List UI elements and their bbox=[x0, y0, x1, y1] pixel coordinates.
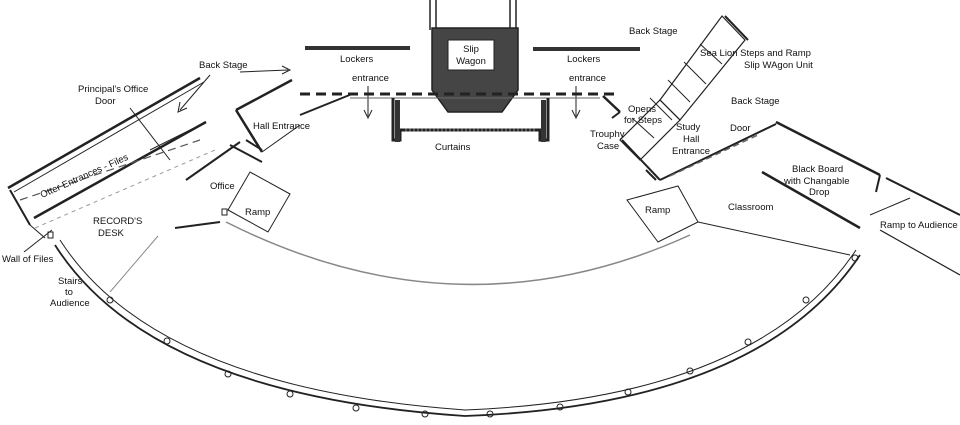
lockers-left-label: Lockers bbox=[340, 54, 374, 65]
blackboard-label-2: with Changable bbox=[783, 176, 850, 187]
lockers-walls bbox=[305, 46, 640, 51]
opens-label-2: for Steps bbox=[624, 115, 662, 126]
stairs-label-1: Stairs bbox=[58, 276, 83, 287]
slip-wagon-label-2: Wagon bbox=[456, 56, 486, 67]
classroom-label: Classroom bbox=[728, 202, 773, 213]
office-label: Office bbox=[210, 181, 235, 192]
opens-label-1: Opens bbox=[628, 104, 656, 115]
records-desk-label-2: DESK bbox=[98, 228, 125, 239]
ramp-center-right-shape bbox=[626, 185, 851, 256]
curtains-label: Curtains bbox=[435, 142, 471, 153]
slip-wagon-label-1: Slip bbox=[463, 44, 479, 55]
principal-office-label-2: Door bbox=[95, 96, 116, 107]
ramp-to-audience-label: Ramp to Audience bbox=[880, 220, 958, 231]
sea-lion-label-1: Sea Lion Steps and Ramp bbox=[700, 48, 811, 59]
right-wing-walls bbox=[602, 95, 960, 276]
back-stage-top-right-label: Back Stage bbox=[629, 26, 678, 37]
trophy-case-label-1: Trouphy bbox=[590, 129, 625, 140]
stairs-label-3: Audience bbox=[50, 298, 90, 309]
door-right-label: Door bbox=[730, 123, 751, 134]
trophy-case-label-2: Case bbox=[597, 141, 619, 152]
principal-office-label-1: Principal's Office bbox=[78, 84, 148, 95]
principals-office-walls bbox=[7, 76, 263, 239]
lockers-right-label: Lockers bbox=[567, 54, 601, 65]
study-hall-label-3: Entrance bbox=[672, 146, 710, 157]
sea-lion-label-2: Slip WAgon Unit bbox=[744, 60, 813, 71]
back-stage-left-label: Back Stage bbox=[199, 60, 248, 71]
entrance-left-label: entrance bbox=[352, 73, 389, 84]
hall-entrance-walls bbox=[234, 78, 353, 153]
slip-wagon: Slip Wagon bbox=[429, 0, 519, 113]
curtains bbox=[391, 98, 550, 142]
ramp-left-shape bbox=[221, 171, 291, 233]
ramp-left-label: Ramp bbox=[245, 207, 270, 218]
blackboard-label-3: Drop bbox=[809, 187, 830, 198]
entrance-right-label: entrance bbox=[569, 73, 606, 84]
study-hall-label-1: Study bbox=[676, 122, 701, 133]
blackboard-label-1: Black Board bbox=[792, 164, 843, 175]
back-stage-right-label: Back Stage bbox=[731, 96, 780, 107]
study-hall-label-2: Hall bbox=[683, 134, 699, 145]
ramp-center-right-label: Ramp bbox=[645, 205, 670, 216]
stage-apron bbox=[47, 221, 861, 418]
records-desk-label-1: RECORD'S bbox=[93, 216, 142, 227]
stairs-label-2: to bbox=[65, 287, 73, 298]
wall-of-files-label: Wall of Files bbox=[2, 254, 54, 265]
otter-entrances-label: Otter Entrances - Files bbox=[39, 152, 131, 201]
hall-entrance-label: Hall Entrance bbox=[253, 121, 310, 132]
sea-lion-steps bbox=[619, 15, 749, 161]
